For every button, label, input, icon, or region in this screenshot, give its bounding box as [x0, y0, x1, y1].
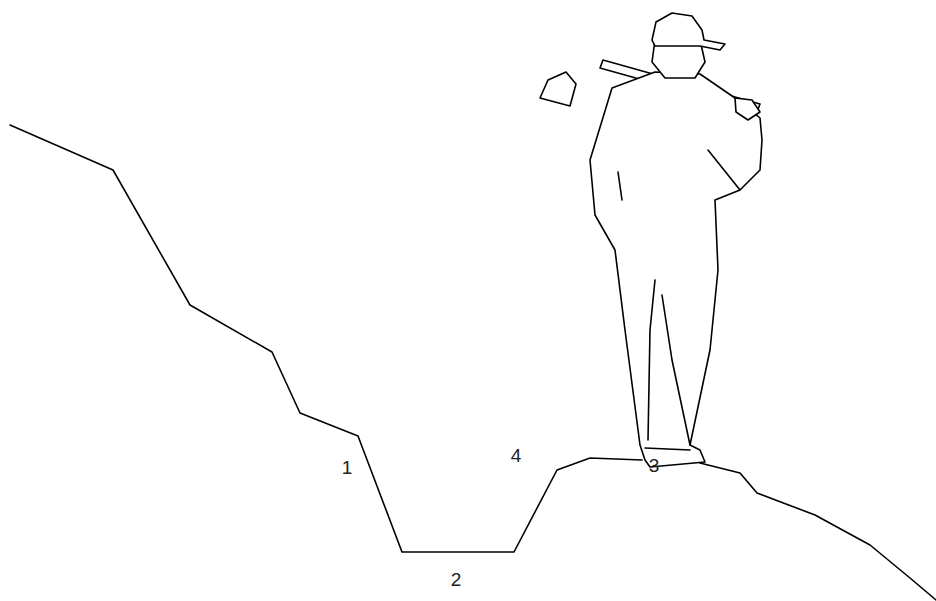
leg-line [648, 280, 655, 440]
hip-mark [618, 172, 622, 200]
callout-number: 2 [451, 569, 462, 591]
leg-line [662, 295, 690, 445]
callout-number: 3 [649, 455, 660, 477]
shoe-line [645, 448, 690, 450]
callout-number: 1 [342, 457, 353, 479]
arm-line [708, 150, 740, 190]
worker-figure [590, 72, 762, 467]
hand [735, 98, 760, 120]
hoe-blade [540, 72, 576, 106]
callout-number: 4 [511, 445, 522, 467]
terrain-profile [700, 463, 936, 600]
cap [652, 13, 725, 50]
terrain-profile [10, 125, 642, 552]
